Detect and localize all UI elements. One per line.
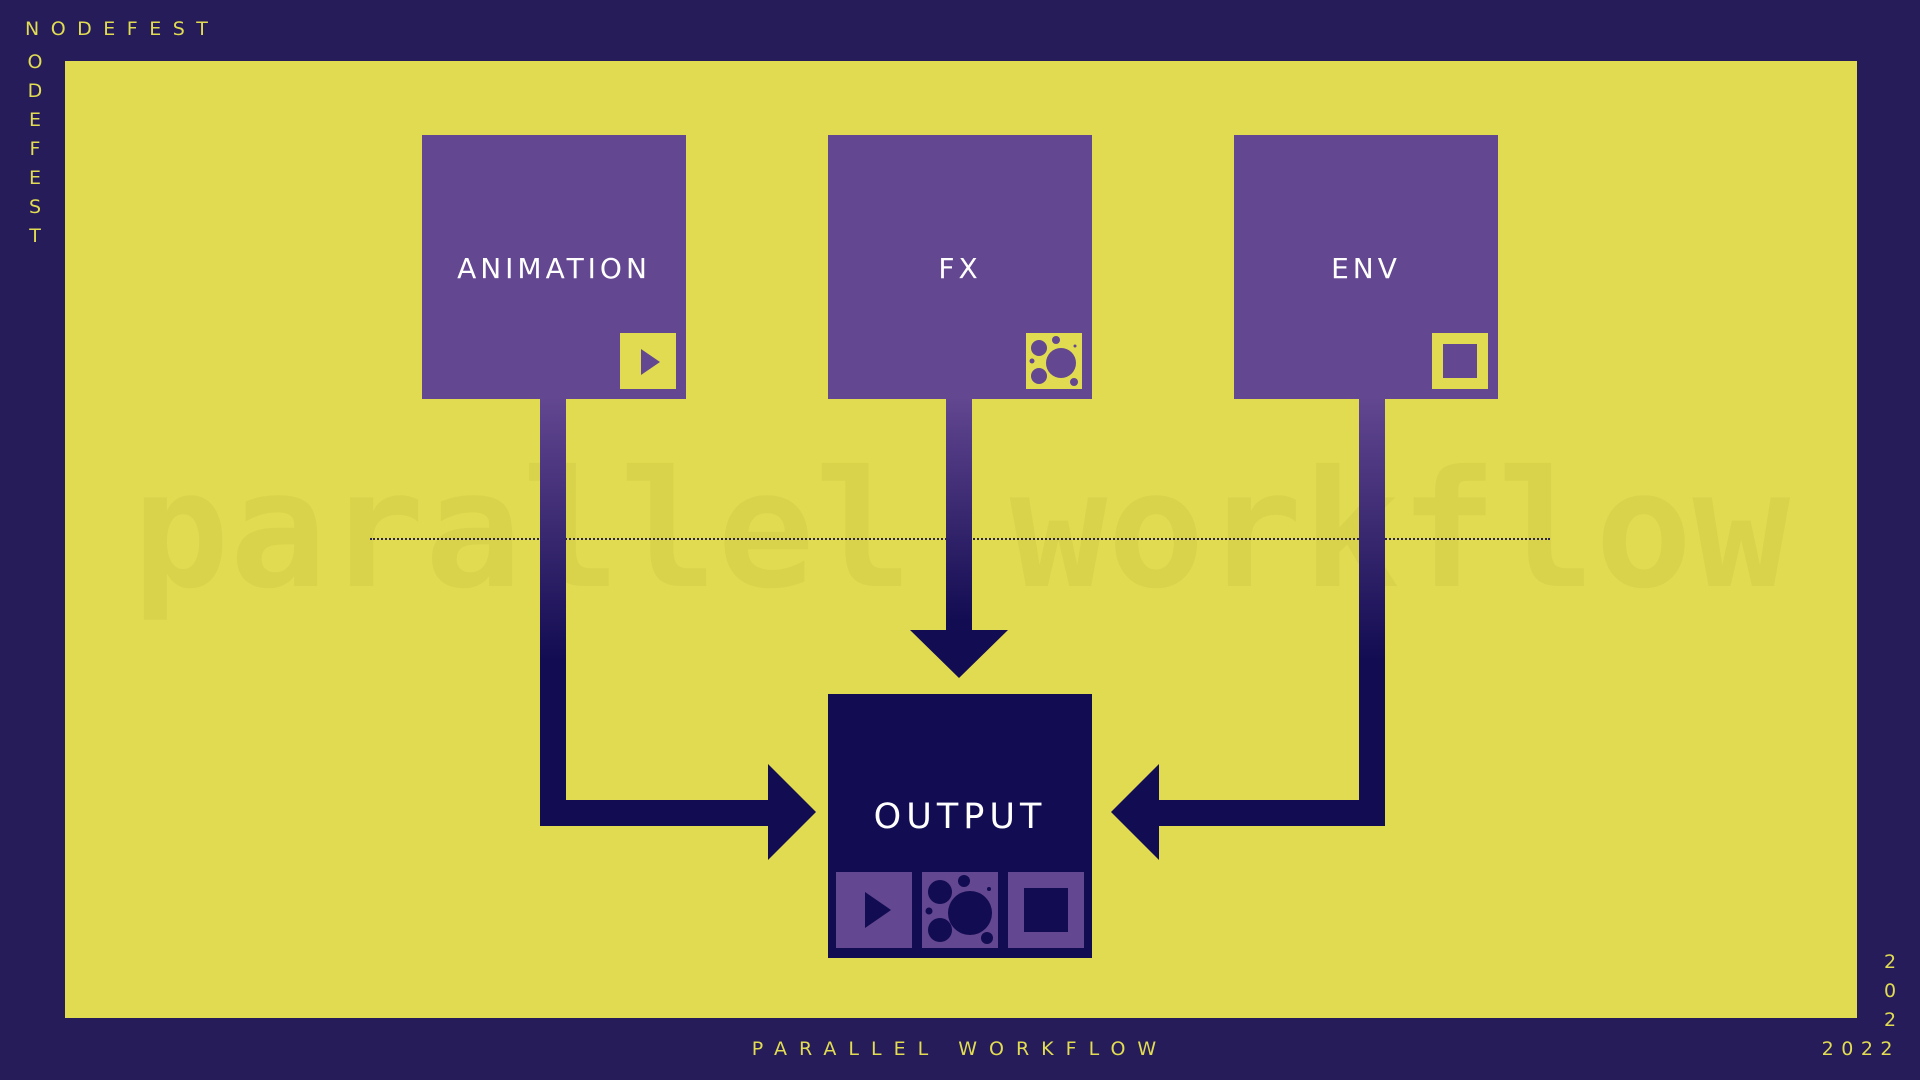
square-icon <box>1024 888 1068 932</box>
brand-letter: O <box>27 51 43 73</box>
brand-letter: T <box>29 225 41 247</box>
brand-letter: D <box>27 80 43 102</box>
connector-animation-output <box>540 396 816 860</box>
node-label-animation: ANIMATION <box>457 252 651 285</box>
brand-letter: F <box>29 138 41 160</box>
output-tile-square <box>1008 872 1084 948</box>
brand-horizontal: NODEFEST <box>25 18 220 40</box>
bubbles-icon <box>925 875 993 944</box>
node-fx[interactable]: FX <box>828 135 1092 399</box>
year-digit: 2 <box>1883 1009 1897 1031</box>
node-label-fx: FX <box>938 252 982 285</box>
badge-fx <box>1026 333 1082 389</box>
output-tile-bubbles <box>922 872 998 948</box>
connector-env-output <box>1111 396 1385 860</box>
brand-vertical: O D E F E S T <box>25 48 45 251</box>
diagram-panel: parallel workflow ANIMATION <box>65 61 1857 1018</box>
year-digit: 0 <box>1883 980 1897 1002</box>
bubbles-icon <box>1029 336 1078 386</box>
output-tile-play <box>836 872 912 948</box>
node-animation[interactable]: ANIMATION <box>422 135 686 399</box>
year-digit: 2 <box>1883 951 1897 973</box>
connector-fx-output <box>910 396 1008 678</box>
year-vertical: 2 0 2 <box>1880 948 1900 1035</box>
square-icon <box>1443 344 1477 378</box>
node-label-env: ENV <box>1331 252 1401 285</box>
badge-animation <box>620 333 676 389</box>
year-horizontal: 2022 <box>1821 1038 1900 1060</box>
play-icon <box>865 892 891 928</box>
footer-caption: PARALLEL WORKFLOW <box>751 1038 1169 1060</box>
brand-letter: E <box>28 167 41 189</box>
node-env[interactable]: ENV <box>1234 135 1498 399</box>
brand-letter: S <box>28 196 42 218</box>
brand-letter: E <box>28 109 41 131</box>
badge-env <box>1432 333 1488 389</box>
connectors <box>540 396 1385 860</box>
node-output[interactable]: OUTPUT <box>828 694 1092 958</box>
play-icon <box>641 349 660 375</box>
node-label-output: OUTPUT <box>873 797 1047 837</box>
